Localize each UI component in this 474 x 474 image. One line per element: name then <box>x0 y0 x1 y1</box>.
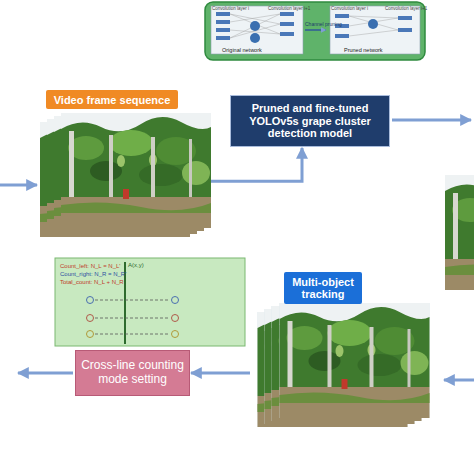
pruning-panel <box>280 12 294 16</box>
pruning-panel <box>349 16 398 18</box>
pruning-panel <box>250 33 260 43</box>
partial-frames <box>445 175 474 290</box>
pruning-panel <box>216 28 230 32</box>
annotation-label: Pruned network <box>344 47 383 53</box>
node-text: Pruned and fine-tuned YOLOv5s grape clus… <box>236 102 384 140</box>
pruning-panel <box>216 12 230 16</box>
flow-arrow <box>0 184 37 187</box>
counting-panel <box>55 258 245 346</box>
counting-panel <box>95 318 170 319</box>
frame-stack: Multi-object tracking <box>250 303 437 427</box>
process-box: Cross-line counting mode setting <box>75 350 190 396</box>
annotation-label: Original network <box>222 47 262 53</box>
partial-frames <box>445 175 474 290</box>
flow-arrow <box>444 379 474 382</box>
pruning-panel <box>305 29 326 31</box>
counting-panel <box>172 331 179 338</box>
annotation-label: Convolution layer i+1 <box>268 7 310 12</box>
process-box: Pruned and fine-tuned YOLOv5s grape clus… <box>230 95 390 147</box>
stage-heading: Video frame sequence <box>46 90 178 109</box>
annotation-label: Count_right: N_R = N_R' <box>60 271 126 278</box>
pruning-panel <box>216 20 230 24</box>
annotation-label: Convolution layer i <box>331 7 368 12</box>
pruning-panel <box>368 19 378 29</box>
counting-panel <box>87 331 94 338</box>
counting-panel <box>95 300 170 334</box>
annotation-label: Convolution layer i <box>212 7 249 12</box>
counting-panel <box>95 334 170 335</box>
counting-panel <box>87 297 94 304</box>
pruning-panel <box>349 16 398 30</box>
tracking-frames <box>258 303 430 427</box>
counting-panel <box>172 297 179 304</box>
pruning-panel <box>230 14 280 22</box>
pruning-panel <box>216 12 412 40</box>
tracking-frames <box>280 303 430 418</box>
pruning-panel <box>330 6 420 54</box>
pruning-panel <box>250 21 260 31</box>
pruning-panel <box>280 32 294 36</box>
counting-panel <box>87 297 179 338</box>
pruning-panel <box>398 16 412 20</box>
pruning-panel <box>398 28 412 32</box>
flow-connector <box>191 372 250 375</box>
frame-stack: Video frame sequence <box>40 113 211 237</box>
pruning-panel <box>349 30 398 36</box>
counting-panel <box>172 315 179 322</box>
annotation-label: Total_count: N_L + N_R <box>60 279 124 286</box>
counting-panel <box>95 300 170 301</box>
video-frames <box>40 113 211 237</box>
annotation-label: Convolution layer i+1 <box>385 7 427 12</box>
counting-panel <box>87 315 94 322</box>
video-frames <box>61 113 211 228</box>
node-text: Cross-line counting mode setting <box>81 359 184 387</box>
counting-panel <box>55 258 245 346</box>
pruning-panel <box>335 14 349 18</box>
flow-arrow <box>0 120 474 380</box>
annotation-label: Channel pruning <box>305 22 342 28</box>
pruning-panel <box>280 22 294 26</box>
annotation-label: Count_left: N_L = N_L' <box>60 263 120 270</box>
pruning-panel <box>211 6 303 54</box>
stage-heading: Multi-object tracking <box>284 272 362 304</box>
annotation-label: A(x,y) <box>128 262 144 269</box>
flow-connector <box>211 148 302 181</box>
pruning-panel <box>230 14 280 34</box>
pruning-panel <box>335 34 349 38</box>
flow-arrow <box>392 119 471 122</box>
pruning-panel <box>216 36 230 40</box>
flow-arrow <box>18 372 73 375</box>
